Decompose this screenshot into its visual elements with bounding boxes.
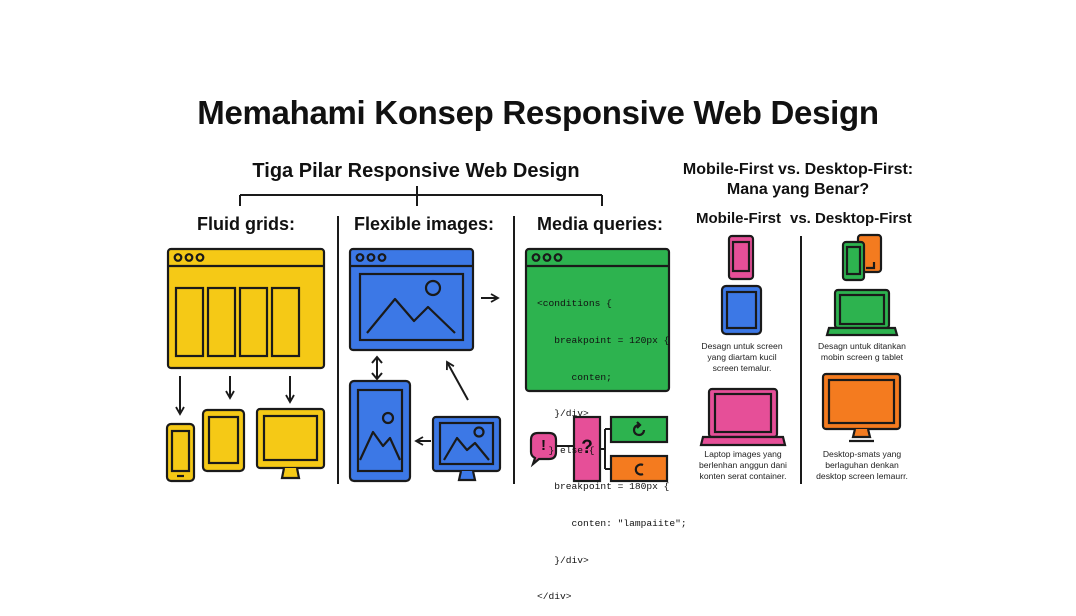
code-line: <conditions { xyxy=(537,298,612,310)
monitor-yellow-icon xyxy=(255,407,326,480)
caption-line: Desagn untuk ditankan xyxy=(818,341,906,351)
code-line: }/div> xyxy=(537,408,589,420)
toggle-orange-icon xyxy=(609,454,669,483)
caption-line: Laptop images yang xyxy=(704,449,782,459)
code-line: } else { xyxy=(537,444,595,456)
comparison-heading-line1: Mobile-First vs. Desktop-First: xyxy=(682,161,914,178)
caption-line: desktop screen lemaurr. xyxy=(816,471,908,481)
tablet-yellow-icon xyxy=(201,408,246,473)
desktop-first-label: vs. Desktop-First xyxy=(790,210,912,227)
caption-line: yang diartam kucil xyxy=(707,352,777,362)
desktop-caption-1: Desagn untuk ditankan mobin screen g tab… xyxy=(810,341,914,363)
caption-line: berlenhan anggun dani xyxy=(699,460,787,470)
code-line: }/div> xyxy=(537,554,589,566)
caption-line: berlaguhan denkan xyxy=(825,460,899,470)
code-line: breakpoint = 180px { xyxy=(537,481,670,493)
media-query-code: <conditions { breakpoint = 120px { conte… xyxy=(537,274,687,616)
pillars-bracket xyxy=(239,186,603,206)
arrow-diagonal xyxy=(445,360,469,401)
phone-pink-icon xyxy=(727,234,755,281)
code-line: breakpoint = 120px { xyxy=(537,335,670,347)
fluid-grid-window xyxy=(166,247,326,370)
mobile-caption-2: Laptop images yang berlenhan anggun dani… xyxy=(686,449,800,482)
caption-line: Desagn untuk screen xyxy=(701,341,783,351)
media-queries-title: Media queries: xyxy=(536,214,664,234)
caption-line: konten serat container. xyxy=(699,471,787,481)
fluid-grid-arrows xyxy=(175,376,295,416)
monitor-blue-icon xyxy=(431,415,502,482)
caption-line: screen temalur. xyxy=(712,363,772,373)
laptop-green-icon xyxy=(825,288,899,337)
exclamation-mark: ! xyxy=(541,437,546,454)
toggle-green-icon xyxy=(609,415,669,444)
phone-yellow-icon xyxy=(165,422,196,483)
pillars-heading: Tiga Pilar Responsive Web Design xyxy=(252,160,580,182)
tablet-blue-icon xyxy=(348,379,412,483)
arrow-updown xyxy=(371,355,383,381)
diagram-canvas xyxy=(165,186,902,484)
monitor-orange-icon xyxy=(821,372,902,443)
mobile-first-label: Mobile-First xyxy=(696,210,781,227)
question-mark: ? xyxy=(581,437,593,458)
page-title: Memahami Konsep Responsive Web Design xyxy=(197,94,879,131)
comparison-heading-line2: Mana yang Benar? xyxy=(726,181,870,198)
code-line: </div> xyxy=(537,591,572,603)
mobile-caption-1: Desagn untuk screen yang diartam kucil s… xyxy=(692,341,792,374)
code-line: conten: "lampaiite"; xyxy=(537,518,687,530)
flexible-images-title: Flexible images: xyxy=(353,214,495,234)
question-block-pink xyxy=(572,415,602,483)
tablet-blue-small-icon xyxy=(720,284,763,336)
comparison-heading: Mobile-First vs. Desktop-First: Mana yan… xyxy=(682,160,914,200)
laptop-pink-icon xyxy=(699,387,787,447)
code-window-green xyxy=(524,247,671,393)
desktop-caption-2: Desktop-smats yang berlaguhan denkan des… xyxy=(806,449,918,482)
alert-bubble-pink xyxy=(529,431,558,468)
caption-line: Desktop-smats yang xyxy=(822,449,902,459)
devices-stack-icon xyxy=(841,233,883,282)
caption-line: mobin screen g tablet xyxy=(820,352,904,362)
fluid-grids-title: Fluid grids: xyxy=(197,214,295,234)
image-window-blue xyxy=(348,247,475,352)
code-line: conten; xyxy=(537,371,612,383)
